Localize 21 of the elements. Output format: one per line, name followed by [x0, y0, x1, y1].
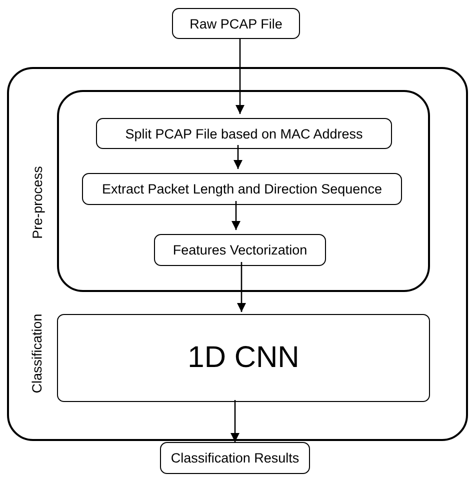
process-box — [57, 314, 430, 402]
box-label: Raw PCAP File — [188, 16, 284, 31]
stage-box — [57, 90, 430, 292]
arrow — [233, 145, 243, 169]
stage-container — [7, 67, 468, 441]
process-box — [82, 173, 402, 205]
box-label: Classification Results — [170, 450, 300, 466]
stage-label: Pre-process — [30, 166, 44, 238]
box-label: Split PCAP File based on MAC Address — [124, 126, 364, 141]
arrow — [231, 201, 241, 230]
process-box — [154, 234, 326, 266]
box-label: 1D CNN — [186, 341, 300, 375]
box-label: Features Vectorization — [172, 242, 308, 258]
arrow — [236, 262, 246, 312]
arrow — [235, 39, 245, 114]
box-label: Extract Packet Length and Direction Sequence — [101, 182, 383, 196]
process-box — [160, 442, 310, 474]
process-box — [172, 8, 300, 39]
arrow — [230, 400, 240, 442]
process-box — [96, 118, 392, 149]
stage-label: Classification — [30, 313, 44, 393]
